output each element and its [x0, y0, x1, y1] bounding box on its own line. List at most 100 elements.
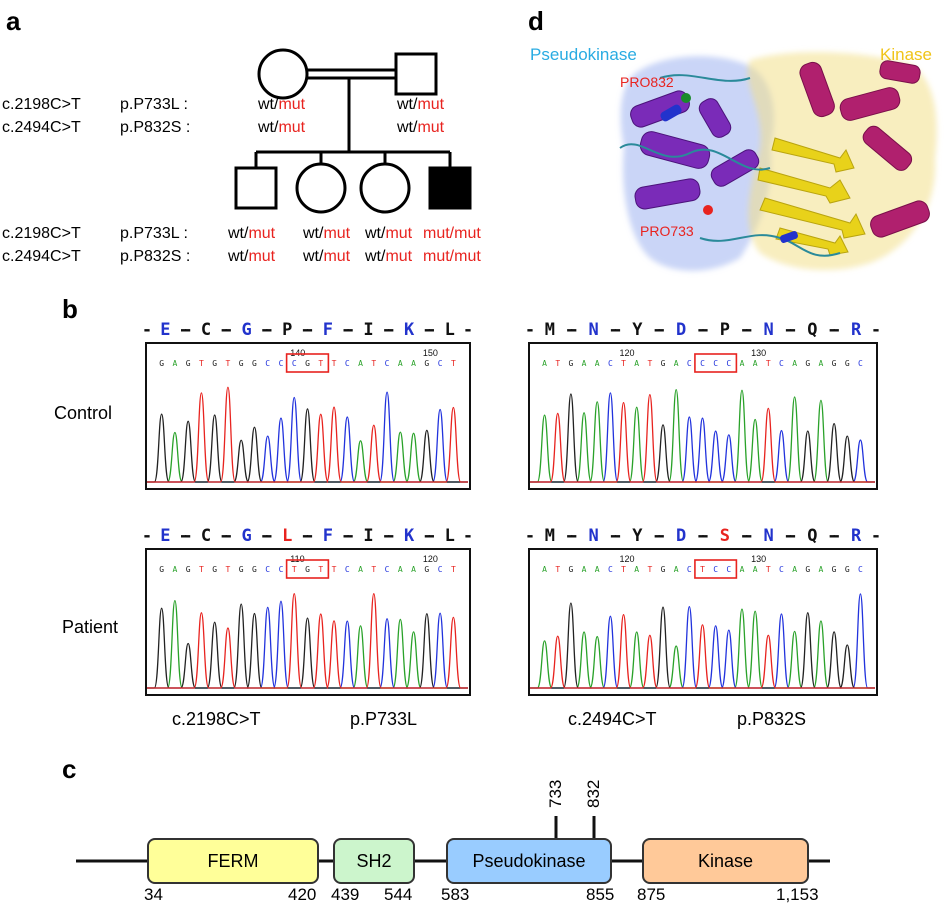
- aa-dash: -: [259, 320, 270, 340]
- base-call: A: [792, 359, 797, 368]
- aa-dash: -: [783, 526, 794, 546]
- caption-left-protein: p.P733L: [350, 709, 418, 729]
- aa-dash: -: [652, 526, 663, 546]
- aa-dash: -: [564, 526, 575, 546]
- base-call: A: [740, 565, 745, 574]
- ped-child3-genotype-1: wt/mut: [365, 225, 413, 242]
- structure-label-pro733: PRO733: [640, 223, 694, 239]
- mutation-codon-box: [285, 559, 330, 579]
- aa-dash: -: [462, 526, 474, 546]
- base-call: G: [805, 565, 810, 574]
- aa-letter: N: [763, 320, 774, 340]
- base-call: C: [713, 359, 718, 368]
- aa-dash: -: [870, 526, 882, 546]
- trace-a: [530, 608, 875, 689]
- aa-dash: -: [300, 320, 311, 340]
- aa-dash: -: [385, 320, 396, 340]
- aa-dash: -: [656, 320, 667, 340]
- aa-dash: -: [381, 320, 392, 340]
- aa-dash: -: [426, 320, 437, 340]
- base-call: C: [726, 565, 731, 574]
- ped-child4-genotype-1: mut/mut: [423, 225, 481, 242]
- domain-sh2: SH2: [333, 838, 415, 884]
- aa-dash: -: [223, 320, 234, 340]
- aa-dash: -: [783, 320, 794, 340]
- aa-letter: N: [588, 526, 599, 546]
- trace-g: [147, 408, 468, 483]
- kinase-start: 875: [637, 885, 666, 904]
- base-call: A: [819, 359, 824, 368]
- aa-dash: -: [300, 526, 311, 546]
- aa-letter: K: [403, 320, 415, 340]
- structure-label-kinase: Kinase: [880, 45, 932, 64]
- base-call: C: [345, 359, 350, 368]
- base-call: C: [265, 359, 270, 368]
- aa-letter: F: [322, 526, 333, 546]
- aa-dash: -: [787, 526, 798, 546]
- ped-child4-genotype-2: mut/mut: [423, 248, 481, 265]
- row-label-control: Control: [54, 403, 113, 423]
- aa-letter: M: [544, 320, 555, 340]
- aa-letter: L: [282, 526, 293, 546]
- aa-dash: -: [870, 320, 882, 340]
- position-number: 130: [751, 554, 766, 564]
- site-label-832: 832: [584, 779, 603, 808]
- position-number: 140: [290, 348, 305, 358]
- aa-dash: -: [345, 320, 356, 340]
- aa-dash: -: [178, 526, 189, 546]
- aa-letter: I: [363, 526, 374, 546]
- aa-dash: -: [564, 320, 575, 340]
- ped-child-variant-2: c.2494C>T: [2, 248, 81, 265]
- row-label-patient: Patient: [62, 617, 119, 637]
- aa-letter: P: [719, 320, 730, 340]
- aa-dash: -: [743, 526, 754, 546]
- base-call: G: [186, 565, 191, 574]
- mutation-codon-box: [694, 353, 738, 373]
- base-call: G: [832, 359, 837, 368]
- aa-dash: -: [385, 526, 396, 546]
- trace-g: [530, 393, 875, 483]
- base-call: G: [252, 359, 257, 368]
- aa-letter: L: [444, 320, 455, 340]
- base-call: T: [371, 359, 376, 368]
- aa-dash: -: [827, 526, 838, 546]
- aa-dash: -: [612, 526, 623, 546]
- base-call: A: [634, 359, 639, 368]
- base-call: A: [411, 565, 416, 574]
- aa-letter: R: [851, 320, 862, 340]
- aa-dash: -: [739, 526, 750, 546]
- base-call: G: [661, 359, 666, 368]
- base-call: C: [779, 565, 784, 574]
- aa-dash: -: [827, 320, 838, 340]
- base-call: G: [239, 359, 244, 368]
- aa-dash: -: [182, 526, 193, 546]
- pro733-residue: [703, 205, 713, 215]
- base-call: G: [845, 359, 850, 368]
- base-call: G: [212, 359, 217, 368]
- aa-dash: -: [304, 526, 315, 546]
- position-number: 120: [620, 554, 635, 564]
- base-call: C: [608, 359, 613, 368]
- base-call: C: [687, 565, 692, 574]
- aa-letter: C: [200, 320, 212, 340]
- structure-label-pseudokinase: Pseudokinase: [530, 45, 637, 64]
- aa-row-left-patient: E--C--G--L--F--I--K--L--: [142, 526, 473, 546]
- domain-pseudokinase: Pseudokinase: [446, 838, 612, 884]
- kinase-end: 1,153: [776, 885, 819, 904]
- ped-child-protein-2: p.P832S :: [120, 248, 191, 265]
- domain-ferm: FERM: [147, 838, 319, 884]
- base-call: C: [385, 565, 390, 574]
- base-call: T: [199, 359, 204, 368]
- aa-dash: -: [341, 320, 352, 340]
- aa-dash: -: [568, 526, 579, 546]
- base-call: A: [542, 359, 547, 368]
- base-call: A: [819, 565, 824, 574]
- trace-a: [147, 431, 468, 483]
- base-call: T: [332, 359, 337, 368]
- pro832-residue: [681, 93, 691, 103]
- aa-row-left-control: E--C--G--P--F--I--K--L--: [142, 320, 473, 340]
- base-call: T: [451, 359, 456, 368]
- aa-letter: Y: [632, 526, 643, 546]
